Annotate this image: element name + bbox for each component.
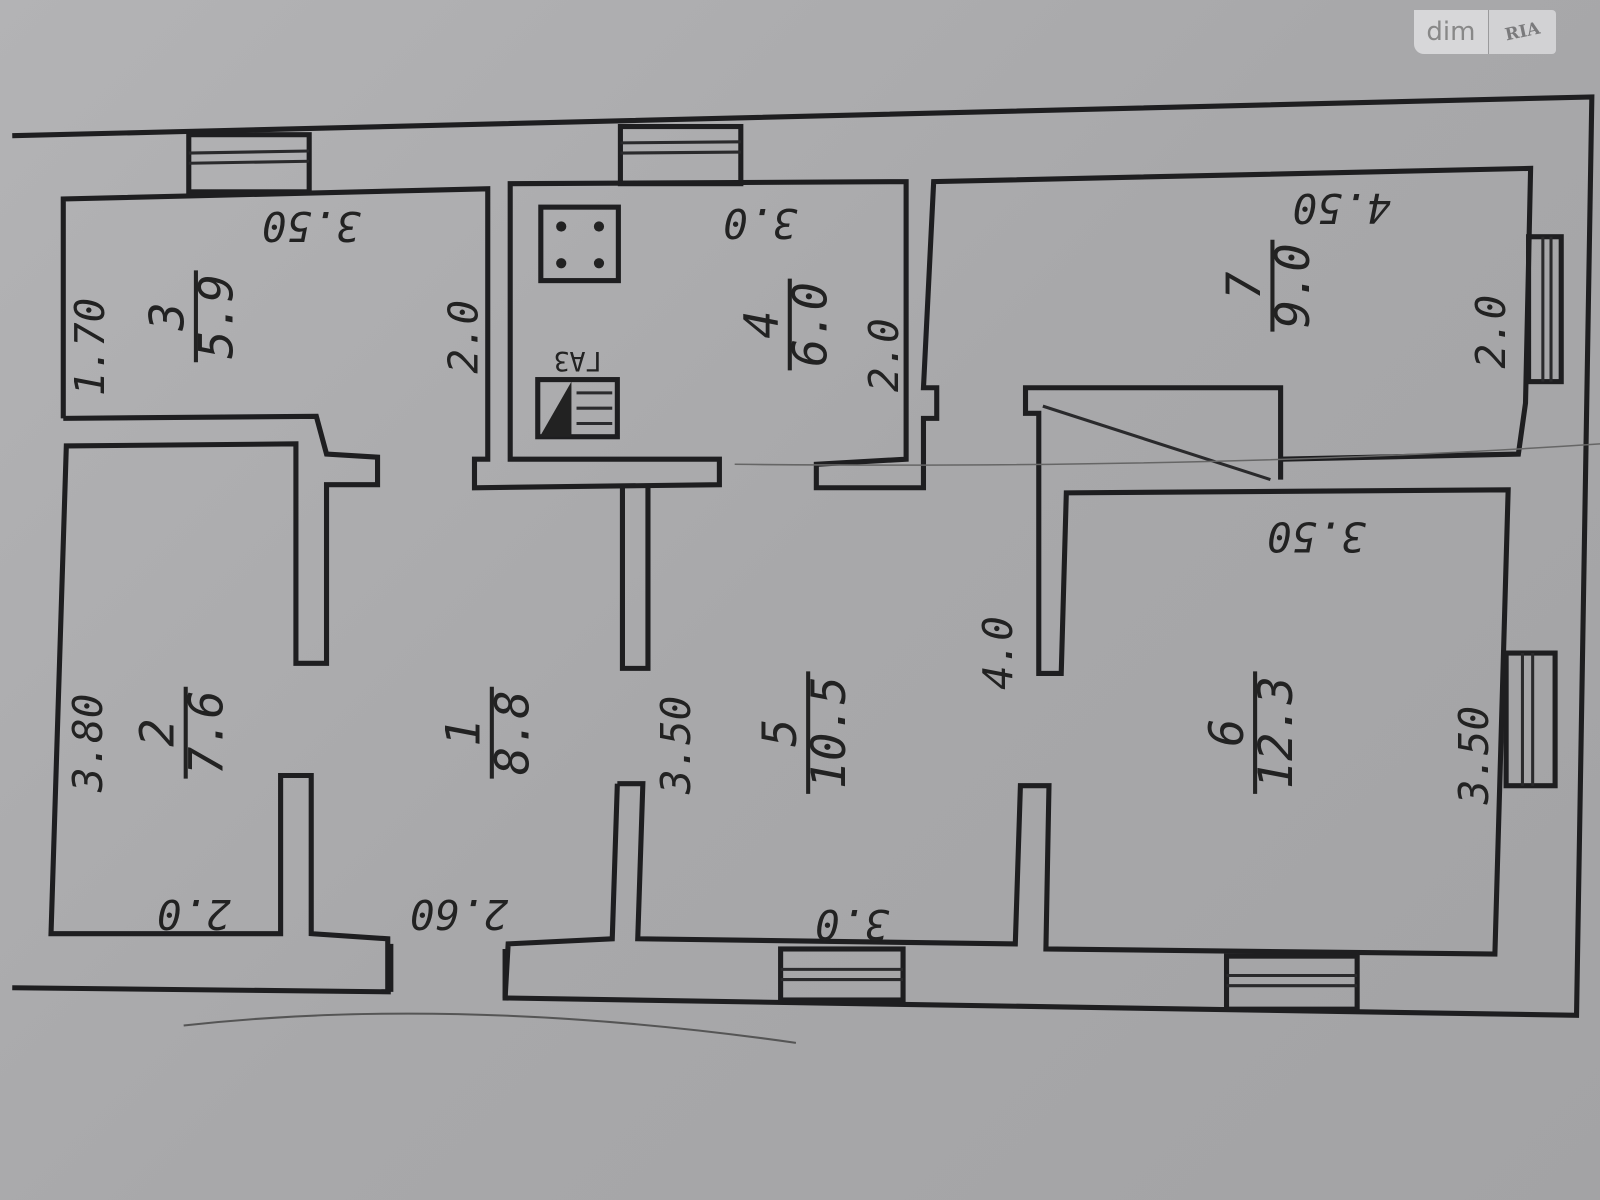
room-label-1: 1 8.8 bbox=[437, 686, 541, 779]
room-area: 10.5 bbox=[802, 676, 857, 789]
dim-r6-width: 3.50 bbox=[1267, 512, 1366, 560]
partition-room-5 bbox=[617, 385, 1511, 957]
dim-r7-depth: 2.0 bbox=[1467, 295, 1515, 369]
dim-r2-depth: 3.80 bbox=[64, 694, 112, 793]
room-number: 3 bbox=[141, 302, 196, 331]
dim-r3-width: 3.50 bbox=[262, 202, 361, 250]
room-number: 2 bbox=[130, 719, 185, 747]
room-area: 8.8 bbox=[486, 690, 541, 775]
stair-line bbox=[1042, 404, 1271, 482]
room-area: 5.9 bbox=[190, 274, 245, 359]
pencil-line bbox=[734, 443, 1600, 466]
dim-r4-depth: 2.0 bbox=[860, 318, 908, 392]
room-area: 12.3 bbox=[1249, 676, 1304, 789]
room-label-4: 4 6.0 bbox=[735, 278, 839, 371]
dim-r1-width: 2.60 bbox=[410, 890, 508, 938]
dim-r3-depth: 1.70 bbox=[66, 298, 114, 396]
dim-r3-side: 2.0 bbox=[440, 300, 488, 374]
wall-room-3 bbox=[60, 165, 1534, 491]
room-number: 7 bbox=[1217, 272, 1272, 300]
gas-boiler-icon bbox=[535, 377, 620, 440]
watermark-ria-text: RIA bbox=[1503, 18, 1542, 46]
dim-r7-width: 4.50 bbox=[1293, 184, 1391, 232]
room-label-5: 5 10.5 bbox=[753, 671, 857, 794]
partition-bottom-left bbox=[502, 783, 620, 999]
dim-r4-width: 3.0 bbox=[723, 199, 798, 247]
room-number: 5 bbox=[753, 719, 808, 747]
window-right-top bbox=[1526, 234, 1564, 385]
room-number: 4 bbox=[735, 310, 790, 338]
dim-r2-width: 2.0 bbox=[157, 890, 231, 938]
watermark-logo: dim RIA bbox=[1414, 10, 1556, 54]
wall-room-3-bottom bbox=[48, 413, 391, 992]
dim-r5-depth: 3.50 bbox=[652, 696, 700, 795]
pencil-arc bbox=[183, 1012, 797, 1044]
dim-r6-depth: 3.50 bbox=[1450, 706, 1498, 805]
dim-r5-side: 4.0 bbox=[974, 616, 1022, 690]
room-area: 9.0 bbox=[1266, 243, 1321, 328]
room-number: 1 bbox=[437, 719, 492, 747]
stove-icon bbox=[538, 204, 621, 284]
window-top-center bbox=[617, 123, 744, 187]
room-label-7: 7 9.0 bbox=[1217, 239, 1321, 332]
gas-label: ГАЗ bbox=[554, 345, 602, 376]
room-label-6: 6 12.3 bbox=[1200, 671, 1304, 794]
window-right-bottom bbox=[1503, 650, 1558, 789]
watermark-ria: RIA bbox=[1488, 10, 1556, 54]
room-area: 7.6 bbox=[179, 690, 234, 775]
window-bottom-right bbox=[1223, 953, 1360, 1012]
window-bottom-center bbox=[778, 946, 906, 1003]
room-label-3: 3 5.9 bbox=[141, 270, 245, 363]
watermark-dim: dim bbox=[1414, 10, 1489, 54]
window-top-left bbox=[186, 132, 312, 195]
room-number: 6 bbox=[1200, 719, 1255, 747]
dim-r5-width: 3.0 bbox=[815, 900, 890, 948]
room-area: 6.0 bbox=[784, 282, 839, 367]
room-label-2: 2 7.6 bbox=[130, 686, 234, 779]
